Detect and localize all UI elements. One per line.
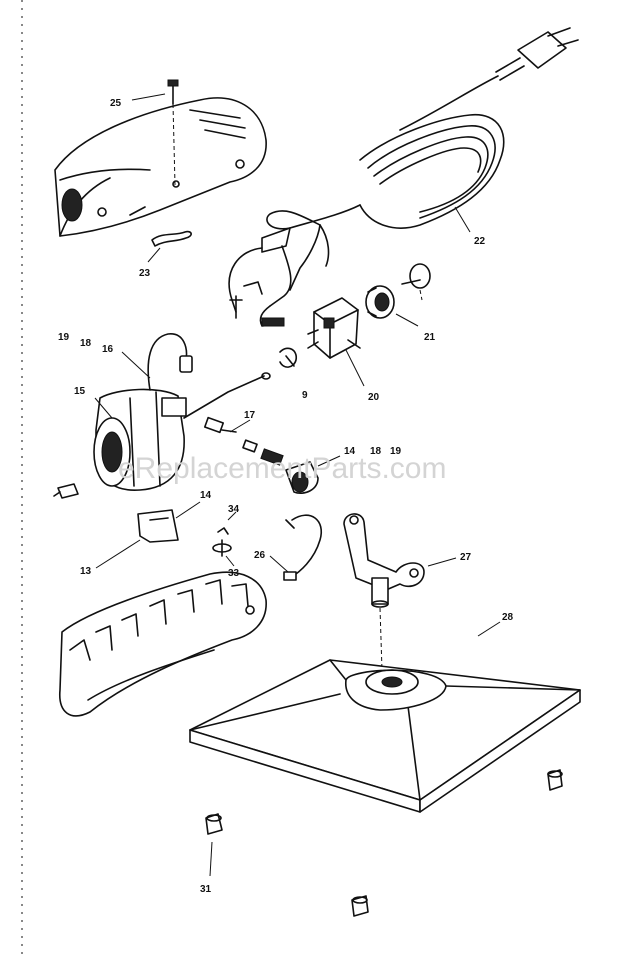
part-9 (279, 347, 298, 368)
part-21-knob (365, 285, 419, 327)
callout-19-top: 19 (58, 332, 70, 343)
part-15-motor (93, 388, 187, 491)
callout-23: 23 (139, 268, 151, 279)
part-25-screw (131, 79, 179, 186)
callout-21: 21 (424, 332, 436, 343)
part-26-cord-clip (269, 514, 323, 581)
watermark: eReplacementParts.com (118, 452, 446, 485)
part-17-brush-assembly (183, 372, 284, 466)
part-31-foot-left (205, 813, 223, 877)
upper-housing (54, 97, 267, 237)
callout-13: 13 (80, 566, 92, 577)
callout-9: 9 (302, 390, 308, 401)
callout-14-left: 14 (200, 490, 212, 501)
part-27-mounting-bracket (343, 513, 457, 671)
part-16-lead-wire (121, 333, 193, 391)
part-18-brush-cap (285, 455, 341, 494)
callout-19-right: 19 (390, 446, 402, 457)
part-31-foot-right (547, 769, 563, 791)
part-13-lower-housing (59, 539, 267, 717)
callout-34: 34 (228, 504, 240, 515)
part-31-foot-bottom (351, 895, 369, 917)
callout-28: 28 (502, 612, 514, 623)
part-20-switch (307, 297, 365, 387)
callout-20: 20 (368, 392, 380, 403)
callout-18-top: 18 (80, 338, 92, 349)
callout-25: 25 (110, 98, 122, 109)
knob-shaft (401, 263, 431, 301)
callout-27: 27 (460, 552, 472, 563)
callout-14-right: 14 (344, 446, 356, 457)
part-22-power-cord (289, 27, 579, 233)
callout-33: 33 (228, 568, 240, 579)
part-34-33-hardware (212, 511, 237, 567)
callout-18-right: 18 (370, 446, 382, 457)
callout-31: 31 (200, 884, 212, 895)
callout-15: 15 (74, 386, 86, 397)
callout-22: 22 (474, 236, 486, 247)
part-28-base (189, 621, 581, 813)
part-14-bracket (137, 501, 201, 543)
part-23-clip (147, 230, 192, 263)
small-left-fastener (53, 483, 79, 499)
switch-wiring (228, 210, 330, 327)
callout-16: 16 (102, 344, 114, 355)
callout-17: 17 (244, 410, 256, 421)
callout-26: 26 (254, 550, 266, 561)
